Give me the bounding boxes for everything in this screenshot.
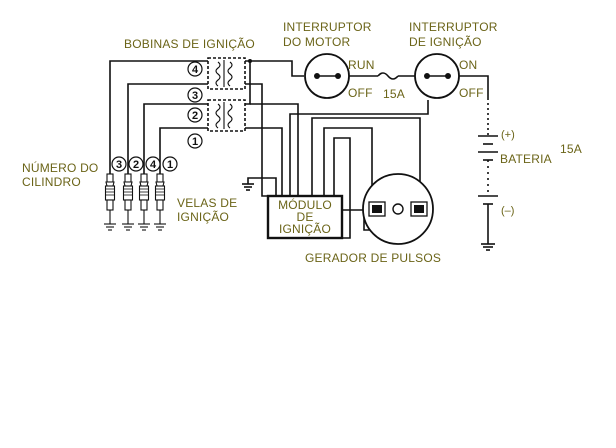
ignition-switch-label-line2: DE IGNIÇÃO [409,35,482,49]
battery-label: BATERIA [500,152,552,166]
module-label-line1: MÓDULO [278,197,332,212]
cylinder-number-badge: 1 [162,156,178,172]
svg-text:3: 3 [192,90,198,102]
battery-negative-label: (–) [501,205,514,217]
engine-switch-label-line1: INTERRUPTOR [283,20,372,34]
spark-plug [103,173,117,231]
coils-label: BOBINAS DE IGNIÇÃO [124,37,255,51]
signal-wiring [289,100,429,239]
engine-switch-run-label: RUN [348,58,375,72]
svg-text:1: 1 [167,159,173,171]
ignition-switch-label-line1: INTERRUPTOR [409,20,498,34]
fuse-icon [349,72,415,80]
svg-text:3: 3 [116,159,122,171]
pulse-generator-label: GERADOR DE PULSOS [305,251,441,265]
pulse-generator [362,173,434,245]
spark-plugs-label-line2: IGNIÇÃO [177,210,229,224]
spark-plugs-label-line1: VELAS DE [177,196,237,210]
engine-stop-switch: RUN OFF [304,53,375,100]
cylinder-number-badge: 2 [128,156,144,172]
module-label-line3: IGNIÇÃO [279,222,331,236]
coil-number-badge: 4 [187,61,203,77]
ignition-switch-on-label: ON [459,58,477,72]
high-voltage-leads [109,60,208,174]
battery [459,75,498,251]
module-label-line2: DE [296,210,313,224]
coil-number-badge: 3 [187,87,203,103]
svg-text:4: 4 [150,159,157,171]
engine-switch-off-label: OFF [348,86,373,100]
svg-text:2: 2 [192,110,198,122]
ignition-module: MÓDULO DE IGNIÇÃO [266,194,344,240]
svg-text:2: 2 [133,159,139,171]
coil-number-badge: 1 [187,133,203,149]
coil-number-badge: 2 [187,107,203,123]
ignition-switch: ON OFF [414,53,484,100]
ignition-coil-upper [207,57,246,90]
battery-fuse-label: 15A [560,142,582,156]
spark-plug [121,173,135,231]
ignition-coil-lower [207,99,246,132]
cylinder-number-badge: 4 [145,156,161,172]
svg-text:4: 4 [192,64,199,76]
ignition-switch-off-label: OFF [459,86,484,100]
cylinder-number-label-line1: NÚMERO DO [22,160,98,175]
cylinder-number-badge: 3 [111,156,127,172]
svg-text:1: 1 [192,136,198,148]
battery-positive-label: (+) [501,129,515,141]
spark-plug [137,173,151,231]
engine-switch-label-line2: DO MOTOR [283,35,351,49]
primary-wiring [242,59,304,197]
fuse-label: 15A [383,87,405,101]
spark-plug [153,173,167,231]
cylinder-number-label-line2: CILINDRO [22,175,81,189]
